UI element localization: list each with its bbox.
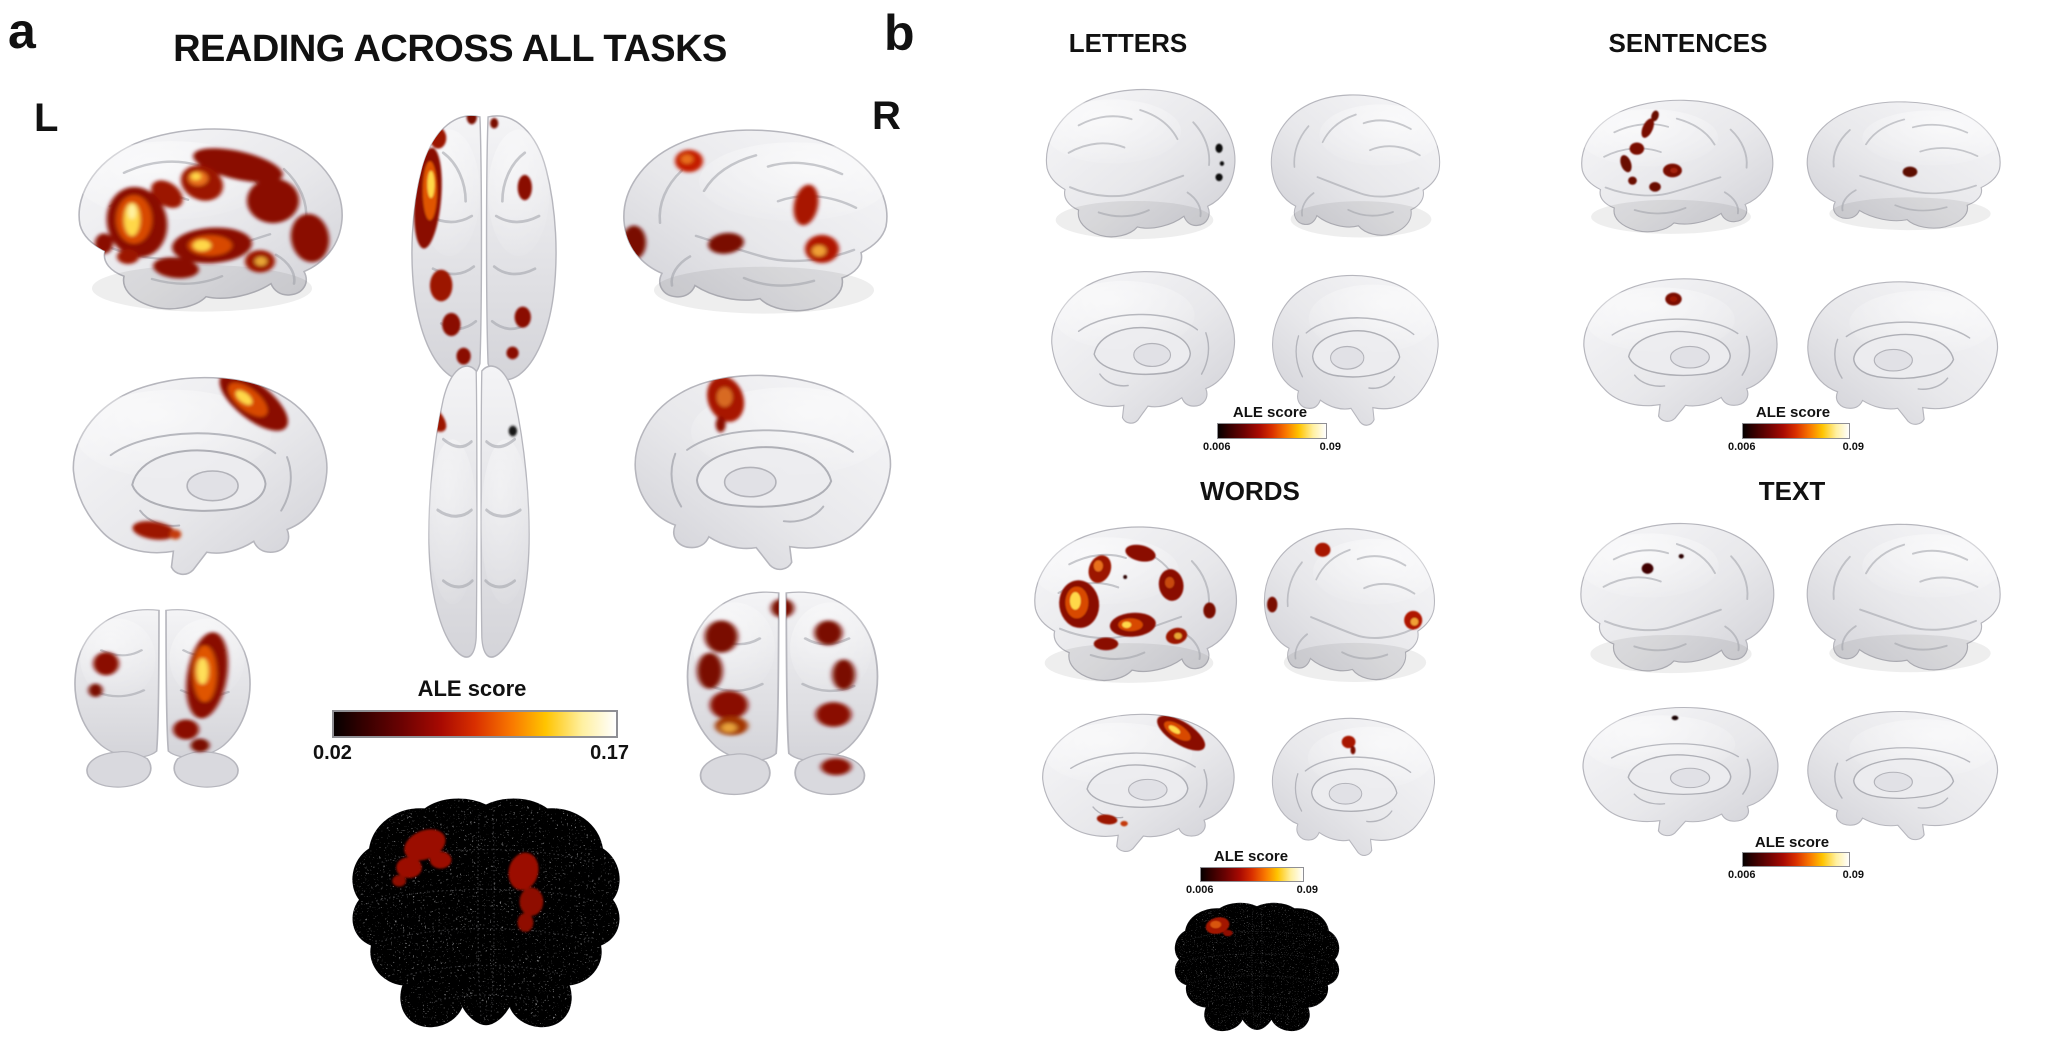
brain-a-ventral [426,364,532,659]
brain-letters-left-medial [1050,270,1236,424]
brain-a-posterior-left [73,608,252,789]
activation-overlay [1641,554,1684,574]
activation-overlay [1902,166,1918,178]
colorbar-letters-min: 0.006 [1203,441,1231,453]
activation-overlay [697,598,856,776]
activation-overlay [88,632,229,752]
colorbar-sentences-max: 0.09 [1842,441,1864,453]
brain-letters-left-lateral [1043,88,1236,241]
activation-overlay [1671,715,1679,721]
activation-overlay [1205,917,1233,937]
brain-words-left-medial [1041,713,1235,853]
activation-overlay [1620,110,1682,192]
activation-overlay [1267,542,1423,630]
colorbar-words-min: 0.006 [1186,884,1214,896]
colorbar-letters-title: ALE score [1232,404,1308,421]
subpanel-text-title: TEXT [1758,476,1826,506]
brain-a-left-medial [72,376,328,576]
activation-overlay [1341,735,1356,755]
cerebellum-flatmap-words [1166,898,1348,1036]
colorbar-text-gradient [1742,852,1850,867]
brain-a-posterior-right [685,590,880,797]
colorbar-words-max: 0.09 [1296,884,1318,896]
colorbar-letters-gradient [1217,423,1327,439]
brain-letters-right-lateral [1270,94,1442,239]
colorbar-text-max: 0.09 [1842,869,1864,881]
activation-overlay [707,376,745,433]
brain-text-right-lateral [1806,523,2003,674]
colorbar-letters-max: 0.09 [1319,441,1341,453]
subpanel-letters-title: LETTERS [1068,28,1188,58]
activation-overlay [1665,292,1682,306]
hemisphere-left-label: L [34,96,59,140]
brain-sentences-left-medial [1583,278,1778,423]
colorbar-sentences-gradient [1742,423,1850,439]
colorbar-a-max: 0.17 [590,742,629,764]
brain-words-right-lateral [1263,527,1437,683]
colorbar-words-title: ALE score [1213,848,1289,865]
activation-overlay [1215,143,1225,182]
subpanel-words-title: WORDS [1200,476,1300,506]
brain-text-left-medial [1582,706,1779,837]
activation-overlay [623,149,839,264]
colorbar-text-min: 0.006 [1728,869,1756,881]
colorbar-sentences-min: 0.006 [1728,441,1756,453]
colorbar-text-title: ALE score [1754,834,1830,851]
panel-a-title: READING ACROSS ALL TASKS [173,28,727,70]
panel-a-label: a [8,3,36,59]
brain-words-right-medial [1271,717,1436,857]
brain-sentences-right-lateral [1806,100,2003,232]
subpanel-sentences-title: SENTENCES [1608,28,1768,58]
activation-overlay [132,377,288,540]
brain-a-right-medial [634,374,892,571]
hemisphere-right-label: R [872,94,901,138]
brain-text-left-lateral [1578,522,1775,675]
brain-sentences-left-lateral [1579,99,1774,235]
colorbar-a-title: ALE score [417,676,527,701]
colorbar-a-min: 0.02 [313,742,352,764]
brain-words-left-lateral [1032,525,1238,684]
panel-b-label: b [884,5,915,61]
activation-overlay [392,829,544,932]
activation-overlay [1096,715,1206,827]
activation-overlay [414,115,532,365]
brain-a-right-lateral [622,128,891,315]
colorbar-sentences-title: ALE score [1755,404,1831,421]
brain-text-right-medial [1807,710,1999,841]
activation-overlay [1059,544,1216,651]
colorbar-a-gradient [332,710,618,738]
brain-a-dorsal [410,114,558,381]
brain-a-left-lateral [75,127,344,313]
activation-overlay [95,148,330,279]
cerebellum-flatmap-a [338,790,634,1036]
colorbar-words-gradient [1200,867,1304,882]
